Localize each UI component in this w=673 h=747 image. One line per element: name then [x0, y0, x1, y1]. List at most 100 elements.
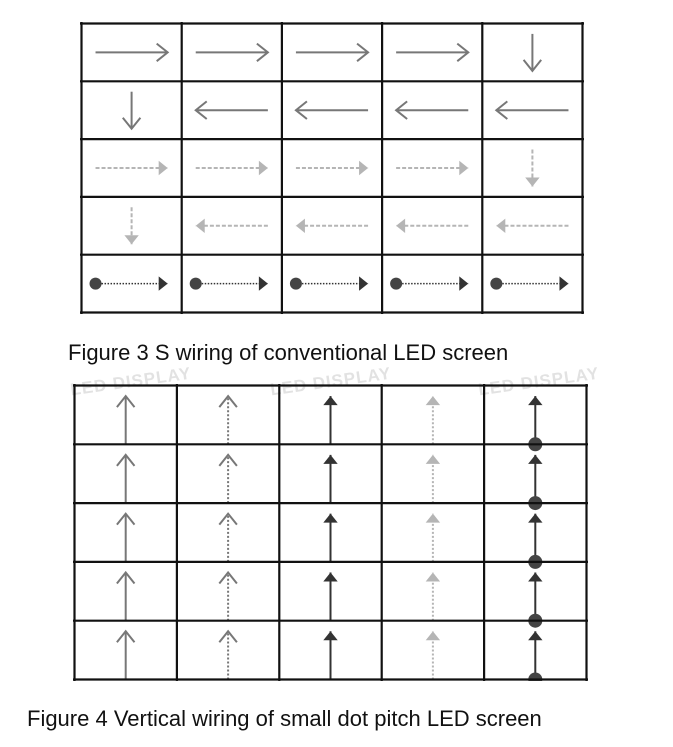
grid-cell [525, 149, 540, 187]
grid-cell [522, 33, 542, 73]
grid-cell [195, 218, 268, 233]
arrow-head [496, 218, 506, 233]
arrow-head [528, 572, 543, 582]
arrow-head [258, 160, 268, 176]
grid-cell [95, 160, 168, 176]
arrow-head [218, 512, 238, 526]
grid-cell [425, 513, 441, 562]
grid-cell [122, 91, 142, 131]
up-dark-dot-arrow-icon [528, 454, 543, 511]
grid-cell [394, 100, 469, 120]
up-open-dotted-arrow-icon [218, 629, 238, 680]
start-dot [490, 277, 503, 290]
up-dark-arrow-icon [323, 513, 338, 562]
start-dot [189, 277, 202, 290]
arrow-head [116, 570, 136, 585]
arrow-head [359, 160, 369, 176]
arrow-head [124, 235, 139, 245]
grid-cell [195, 160, 268, 176]
left-dashed-arrow-icon [396, 218, 469, 233]
arrow-head [425, 396, 441, 406]
up-dark-dot-arrow-icon [528, 513, 543, 569]
grid-cell [528, 572, 543, 628]
grid-cell [95, 42, 170, 62]
right-open-arrow-icon [195, 42, 270, 62]
arrow-head [525, 177, 540, 187]
right-open-arrow-icon [95, 42, 170, 62]
arrow-head [394, 100, 408, 120]
grid-cell [425, 631, 441, 680]
grid-cell [396, 42, 470, 62]
grid-cell [218, 570, 238, 621]
dot-right-arrow-icon [189, 276, 268, 291]
arrow-head [528, 513, 543, 523]
arrow-head [158, 276, 168, 291]
grid-cell [218, 394, 238, 445]
up-open-arrow-icon [116, 512, 136, 562]
grid-cell [295, 42, 370, 62]
up-dark-arrow-icon [323, 454, 338, 504]
start-dot [89, 277, 102, 290]
grid-cell [89, 276, 168, 291]
arrow-head [158, 160, 168, 176]
arrow-head [295, 218, 305, 233]
left-open-arrow-icon [494, 100, 569, 120]
left-open-arrow-icon [294, 100, 369, 120]
up-open-dotted-arrow-icon [218, 453, 238, 504]
grid-cell [194, 100, 268, 120]
down-open-arrow-icon [122, 91, 142, 131]
grid-cell [218, 512, 238, 562]
grid-cell [494, 100, 569, 120]
up-dark-dot-arrow-icon [528, 631, 543, 681]
right-open-arrow-icon [295, 42, 370, 62]
grid-cell [323, 513, 338, 562]
left-dashed-arrow-icon [496, 218, 569, 233]
right-dashed-arrow-icon [396, 160, 469, 176]
up-light-dotted-arrow-icon [425, 513, 441, 562]
start-dot [289, 277, 302, 290]
grid-cell [294, 100, 369, 120]
grid-cell [396, 218, 469, 233]
figure4-vertical-wiring-grid [73, 384, 588, 681]
grid-cell [490, 276, 569, 291]
grid-cell [195, 42, 270, 62]
arrow-head [425, 631, 441, 641]
grid-cell [425, 454, 441, 504]
arrow-head [156, 42, 170, 62]
up-dark-dot-arrow-icon [528, 572, 543, 628]
dot-right-arrow-icon [390, 276, 469, 291]
up-light-dotted-arrow-icon [425, 396, 441, 445]
up-dark-dot-arrow-icon [528, 396, 543, 452]
arrow-head [528, 454, 543, 464]
grid-cell [116, 512, 136, 562]
right-open-arrow-icon [396, 42, 470, 62]
grid-cell [528, 513, 543, 569]
left-open-arrow-icon [394, 100, 469, 120]
right-dashed-arrow-icon [195, 160, 268, 176]
grid-cell [323, 572, 338, 621]
arrow-head [356, 42, 370, 62]
arrow-head [323, 396, 338, 406]
up-light-dotted-arrow-icon [425, 572, 441, 621]
arrow-head [522, 59, 542, 73]
arrow-head [425, 454, 441, 464]
grid-cell [116, 394, 136, 445]
arrow-head [323, 454, 338, 464]
grid-cell [295, 160, 369, 176]
dot-right-arrow-icon [490, 276, 569, 291]
arrow-head [218, 453, 238, 467]
grid-cell [218, 629, 238, 680]
figure3-caption: Figure 3 S wiring of conventional LED sc… [68, 340, 509, 365]
arrow-head [294, 100, 308, 120]
left-dashed-arrow-icon [295, 218, 369, 233]
up-dark-arrow-icon [323, 572, 338, 621]
arrow-head [195, 218, 205, 233]
grid-cell [528, 454, 543, 511]
up-light-dotted-arrow-icon [425, 631, 441, 680]
arrow-head [396, 218, 406, 233]
up-open-arrow-icon [116, 629, 136, 680]
grid-cell [116, 453, 136, 504]
down-open-arrow-icon [522, 33, 542, 73]
arrow-head [116, 453, 136, 467]
grid-cell [528, 396, 543, 452]
